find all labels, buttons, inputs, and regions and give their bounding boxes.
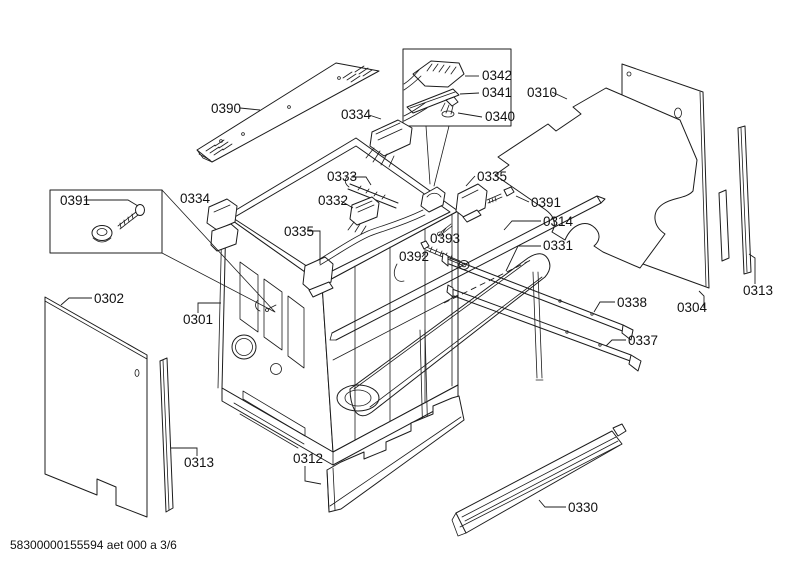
part-0301-cabinet bbox=[217, 137, 459, 466]
part-0332-latch bbox=[347, 196, 380, 235]
part-0335-front-bracket bbox=[302, 256, 334, 298]
part-0341-bar bbox=[403, 69, 460, 122]
part-0310-insulation bbox=[494, 87, 698, 269]
label-0335-left: 0335 bbox=[284, 224, 314, 239]
label-0335-right: 0335 bbox=[477, 169, 507, 184]
label-0334-left: 0334 bbox=[180, 191, 211, 206]
label-0312: 0312 bbox=[293, 451, 323, 466]
part-labels: 0390 0334 0342 0341 0340 0310 0333 0332 … bbox=[60, 68, 773, 515]
detail-box-top bbox=[402, 48, 512, 187]
part-0334-top-bracket bbox=[365, 119, 413, 168]
target-screw bbox=[255, 299, 277, 312]
label-0301: 0301 bbox=[183, 312, 213, 327]
part-0313-right-strip bbox=[737, 125, 752, 275]
leader-lines bbox=[60, 75, 756, 508]
part-0342-clip bbox=[412, 60, 465, 88]
label-0313-right: 0313 bbox=[743, 283, 773, 298]
label-0334-top: 0334 bbox=[341, 107, 372, 122]
label-0313-left: 0313 bbox=[184, 455, 214, 470]
label-0330: 0330 bbox=[568, 500, 598, 515]
label-0391-right: 0391 bbox=[531, 195, 561, 210]
label-0332: 0332 bbox=[318, 193, 348, 208]
label-0331: 0331 bbox=[543, 238, 573, 253]
part-0391-screw bbox=[91, 204, 145, 243]
label-0314: 0314 bbox=[543, 214, 574, 229]
label-0342: 0342 bbox=[482, 68, 512, 83]
part-0313-left-strip bbox=[159, 357, 174, 513]
label-0337: 0337 bbox=[628, 333, 658, 348]
part-0302-left-panel bbox=[44, 296, 148, 518]
part-0390-vent-strip bbox=[196, 62, 380, 163]
part-0312-base-insulation bbox=[326, 395, 465, 513]
label-0341: 0341 bbox=[482, 85, 512, 100]
label-0340: 0340 bbox=[485, 109, 515, 124]
part-fill-hose bbox=[317, 209, 426, 282]
label-0304: 0304 bbox=[677, 300, 708, 315]
label-0310: 0310 bbox=[527, 85, 557, 100]
label-0390: 0390 bbox=[211, 101, 241, 116]
part-0338-slide-rail bbox=[441, 252, 634, 341]
document-number: 58300000155594 aet 000 a 3/6 bbox=[10, 538, 177, 552]
part-0335-top-right-bracket bbox=[455, 183, 488, 223]
label-0392: 0392 bbox=[399, 249, 429, 264]
part-0340-fastener bbox=[440, 96, 459, 118]
label-0391-box: 0391 bbox=[60, 193, 90, 208]
part-0334-left-bracket bbox=[206, 198, 239, 252]
label-0338: 0338 bbox=[617, 295, 647, 310]
detail-box-left bbox=[49, 189, 277, 313]
part-0330-base-channel bbox=[451, 423, 627, 537]
part-0391-screw-right bbox=[486, 186, 515, 204]
part-0337-slide-rail bbox=[443, 258, 642, 372]
label-0333: 0333 bbox=[327, 169, 357, 184]
part-top-clamp bbox=[420, 186, 446, 213]
label-0302: 0302 bbox=[94, 291, 124, 306]
label-0393: 0393 bbox=[430, 231, 460, 246]
